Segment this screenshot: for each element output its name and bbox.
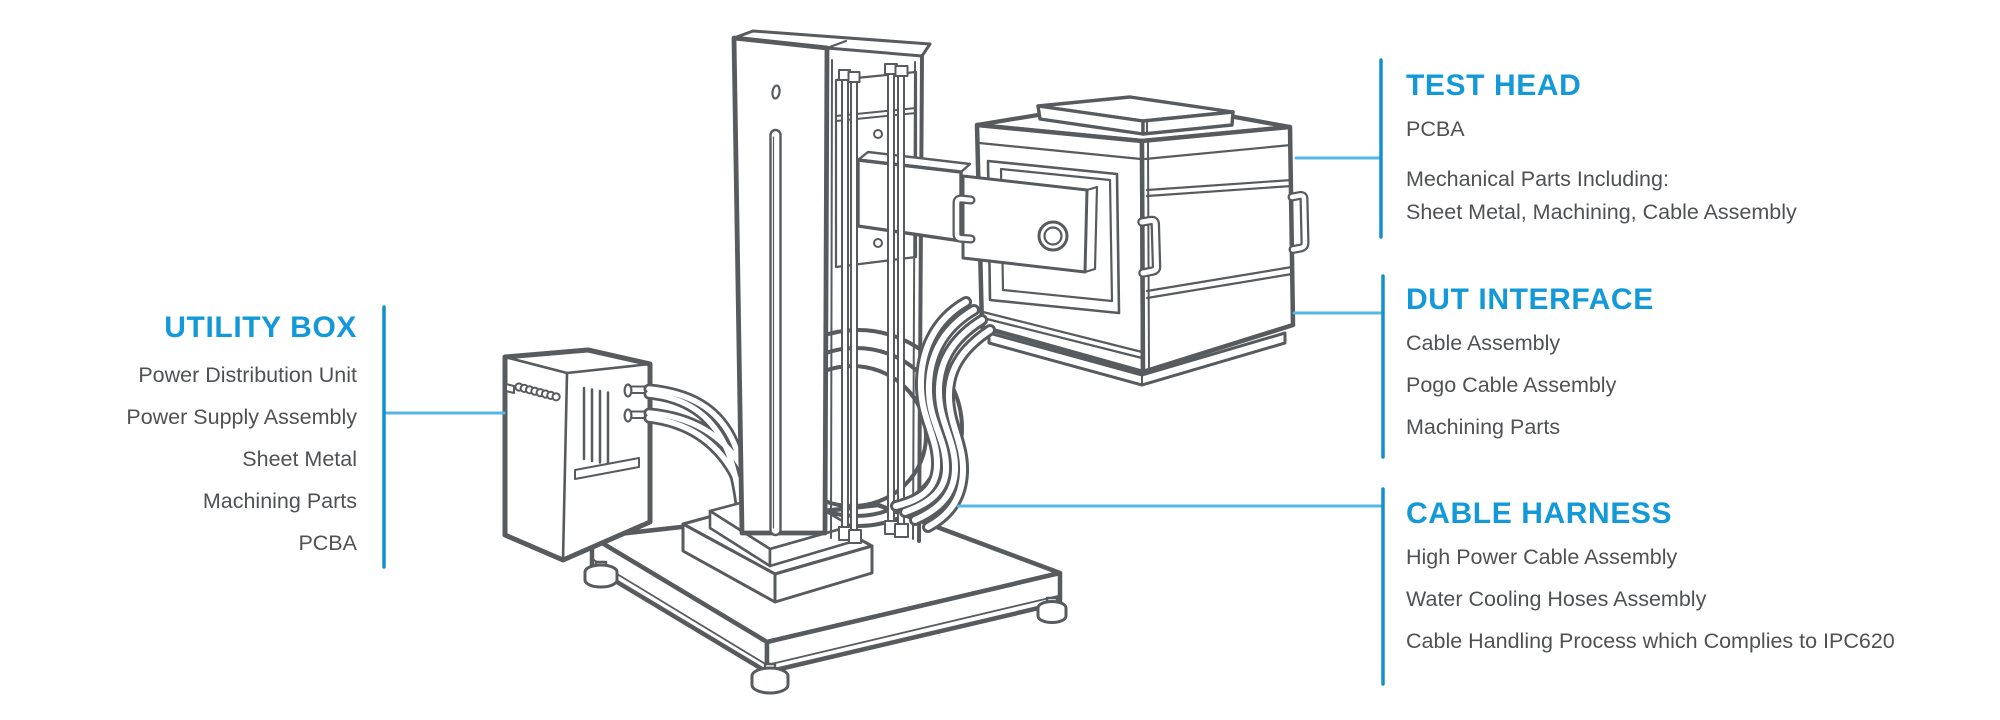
callout-item: Cable Handling Process which Complies to… — [1406, 629, 1895, 653]
column-rails — [838, 63, 909, 544]
callout-item: Cable Assembly — [1406, 331, 1561, 355]
callout-item: Machining Parts — [202, 489, 357, 513]
column-hole — [771, 84, 781, 100]
callout-item: Sheet Metal, Machining, Cable Assembly — [1406, 200, 1797, 224]
callout-item: PCBA — [1406, 117, 1465, 141]
callout-item: High Power Cable Assembly — [1406, 545, 1678, 569]
callout-item: Sheet Metal — [242, 447, 357, 471]
test-head-drawing — [952, 95, 1310, 387]
callout-item: Power Distribution Unit — [138, 363, 357, 387]
callout-title-dut-interface: DUT INTERFACE — [1406, 283, 1654, 316]
callout-title-test-head: TEST HEAD — [1406, 69, 1582, 102]
leveling-foot — [1036, 596, 1068, 624]
vent-circles — [514, 382, 561, 402]
leveling-foot — [750, 662, 790, 695]
callout-item: Mechanical Parts Including: — [1406, 167, 1669, 191]
test-head-lid — [1036, 95, 1235, 136]
callout-item: Water Cooling Hoses Assembly — [1406, 587, 1707, 611]
callout-lines — [382, 58, 1385, 686]
callout-utility-box: UTILITY BOX Power Distribution Unit Powe… — [0, 312, 357, 564]
callout-title-cable-harness: CABLE HARNESS — [1406, 497, 1673, 530]
callout-title-utility-box: UTILITY BOX — [164, 311, 357, 344]
utility-box-drawing — [502, 347, 653, 563]
latch-clip — [952, 194, 976, 244]
callout-item: Pogo Cable Assembly — [1406, 373, 1617, 397]
docking-plate — [961, 174, 1099, 274]
side-handle — [1287, 190, 1310, 254]
leveling-foot — [583, 560, 619, 589]
callout-item: PCBA — [298, 531, 357, 555]
column-slot — [769, 128, 782, 537]
front-slot — [574, 457, 640, 480]
callout-test-head: TEST HEAD PCBA Mechanical Parts Includin… — [1406, 70, 1797, 229]
callout-cable-harness: CABLE HARNESS High Power Cable Assembly … — [1406, 498, 1895, 662]
test-head-cable-bundle — [890, 296, 996, 533]
callout-item: Power Supply Assembly — [126, 405, 357, 429]
callout-item: Machining Parts — [1406, 415, 1561, 439]
callout-dut-interface: DUT INTERFACE Cable Assembly Pogo Cable … — [1406, 284, 1654, 448]
front-handle — [1137, 215, 1162, 278]
vent-slats — [582, 386, 610, 466]
